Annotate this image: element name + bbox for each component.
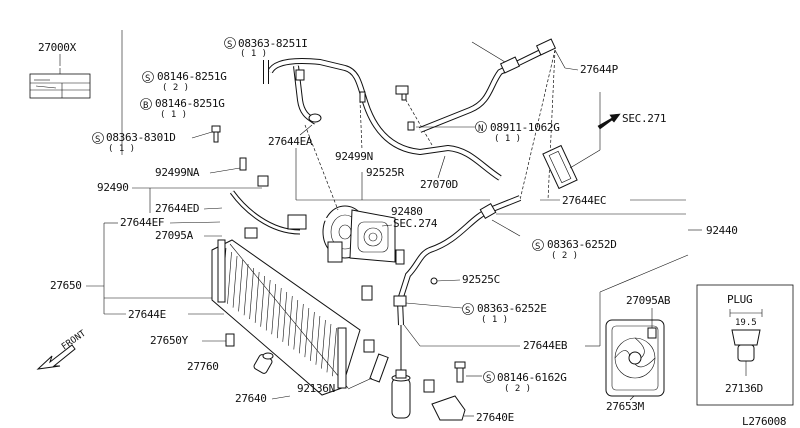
svg-text:S: S — [95, 135, 100, 145]
bracket-27640e — [423, 379, 466, 421]
sec271-arrow-icon — [597, 113, 621, 130]
circle-b-marker — [140, 98, 152, 110]
condenser — [211, 239, 361, 396]
circle-s-marker — [142, 71, 154, 83]
label-92525c: 92525C — [462, 273, 500, 286]
clip-icon — [395, 85, 409, 101]
circle-s-marker — [224, 37, 236, 49]
label-27644eb: 27644EB — [523, 339, 568, 352]
circle-s-marker — [532, 239, 544, 251]
front-arrow-icon — [36, 344, 76, 370]
label-27640: 27640 — [235, 392, 267, 405]
label-27095ab: 27095AB — [626, 294, 671, 307]
label-27070d: 27070D — [420, 178, 458, 191]
svg-text:( 1 ): ( 1 ) — [481, 315, 508, 325]
grommet-27760 — [253, 352, 274, 374]
svg-text:( 2 ): ( 2 ) — [504, 384, 531, 394]
pipe-27644eb — [361, 195, 522, 326]
svg-text:S: S — [535, 242, 540, 252]
svg-text:S: S — [465, 306, 470, 316]
bolt-icon — [359, 91, 366, 103]
label-27650: 27650 — [50, 279, 82, 292]
svg-text:S: S — [486, 374, 491, 384]
compressor — [322, 205, 396, 263]
circle-n-marker — [475, 121, 487, 133]
label-27136d: 27136D — [725, 382, 763, 395]
label-27650y: 27650Y — [150, 334, 189, 347]
svg-text:( 2 ): ( 2 ) — [551, 251, 578, 261]
label-27644e: 27644E — [128, 308, 166, 321]
label-08146-8251g-b: 08146-8251G — [155, 97, 225, 110]
svg-text:( 1 ): ( 1 ) — [240, 49, 267, 59]
label-08363-6252e: 08363-6252E — [477, 302, 547, 315]
label-27640e: 27640E — [476, 411, 514, 424]
label-92440: 92440 — [706, 224, 738, 237]
label-27644p: 27644P — [580, 63, 619, 76]
label-92490: 92490 — [97, 181, 129, 194]
circle-s-marker — [483, 371, 495, 383]
diagram-code: L276008 — [742, 415, 786, 428]
discharge-hose — [229, 175, 332, 235]
receiver-drier — [391, 325, 411, 419]
circle-s-marker — [92, 132, 104, 144]
expansion-block — [542, 144, 578, 190]
label-92136n: 92136N — [297, 382, 335, 395]
label-sec274: SEC.274 — [393, 217, 438, 230]
bolt-icon — [211, 125, 221, 143]
bolt-icon — [454, 361, 466, 369]
pipe-27644p — [418, 38, 557, 133]
svg-text:S: S — [145, 74, 150, 84]
svg-text:( 1 ): ( 1 ) — [108, 144, 135, 154]
label-27000x: 27000X — [38, 41, 77, 54]
label-27644ef: 27644EF — [120, 216, 164, 229]
label-sec271: SEC.271 — [622, 112, 666, 125]
svg-text:N: N — [478, 124, 483, 134]
label-08146-6162g: 08146-6162G — [497, 371, 567, 384]
label-92525r: 92525R — [366, 166, 405, 179]
label-plate-27000x — [29, 68, 91, 99]
label-plug-dim: 19.5 — [735, 318, 757, 328]
label-92499na: 92499NA — [155, 166, 200, 179]
nut-icon — [407, 121, 415, 131]
plug-inset — [696, 284, 794, 406]
bolt-icon — [239, 157, 247, 171]
label-08911-1062g: 08911-1062G — [490, 121, 560, 134]
label-08363-8301d: 08363-8301D — [106, 131, 176, 144]
svg-text:( 1 ): ( 1 ) — [160, 110, 187, 120]
label-27644ec: 27644EC — [562, 194, 606, 207]
label-27644ea: 27644EA — [268, 135, 313, 148]
label-27644ed: 27644ED — [155, 202, 199, 215]
label-27760: 27760 — [187, 360, 219, 373]
svg-text:( 1 ): ( 1 ) — [494, 134, 521, 144]
label-08363-6252d: 08363-6252D — [547, 238, 617, 251]
svg-text:S: S — [227, 40, 232, 50]
label-27095a: 27095A — [155, 229, 194, 242]
circle-s-marker — [462, 303, 474, 315]
condenser-fan — [605, 319, 665, 397]
bolt-icon — [244, 227, 258, 239]
label-plug: PLUG — [727, 293, 752, 306]
svg-text:( 2 ): ( 2 ) — [162, 83, 189, 93]
label-08146-8251g-a: 08146-8251G — [157, 70, 227, 83]
label-27653m: 27653M — [606, 400, 645, 413]
bolt-icon — [363, 339, 375, 353]
label-92480: 92480 — [391, 205, 423, 218]
suction-pipe-upper — [263, 58, 502, 181]
bracket-92136n — [369, 353, 389, 383]
bracket-27650y — [225, 333, 235, 347]
label-08363-8251i: 08363-8251I — [238, 37, 308, 50]
label-92499n: 92499N — [335, 150, 373, 163]
svg-text:B: B — [143, 101, 148, 111]
